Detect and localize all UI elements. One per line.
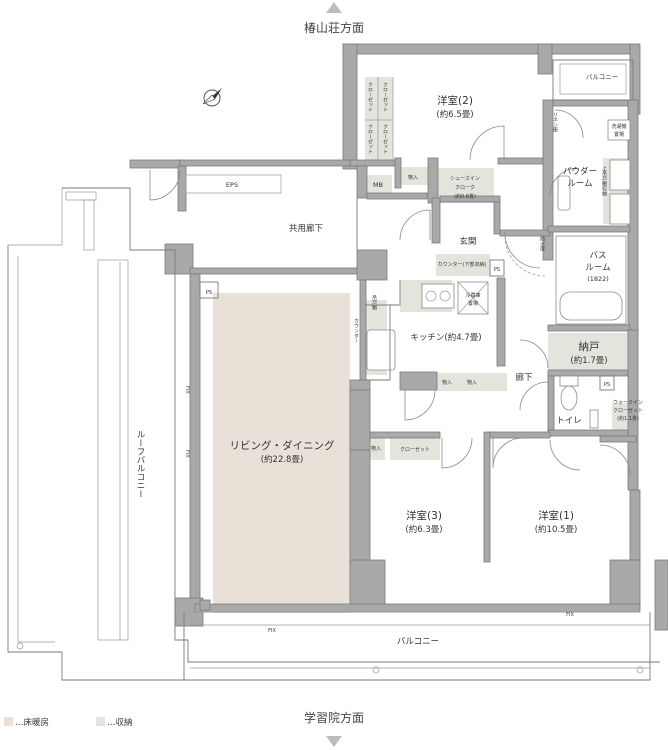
closet-fill — [365, 77, 393, 165]
room-common-corridor: 共用廊下 — [289, 223, 324, 234]
label-closet-1: クローゼット — [367, 82, 373, 112]
label-mb: MB — [373, 181, 383, 189]
label-storage-kitchen2: 物入 — [467, 379, 477, 386]
label-shoe-in-line3: (約0.8畳) — [454, 193, 476, 200]
label-counter-under: カウンター(下部収納) — [438, 261, 487, 268]
room-bath-line1: バス — [589, 251, 606, 261]
legend-swatch-storage — [96, 717, 105, 726]
room-powder-line2: ルーム — [567, 179, 592, 189]
room-entrance: 玄関 — [459, 236, 476, 247]
label-closet-4: クローゼット — [382, 124, 388, 154]
room-living-area: (約22.8畳) — [261, 454, 304, 465]
label-storage-north: 物入 — [408, 174, 418, 181]
room-western2-name: 洋室(2) — [437, 94, 473, 107]
label-closet-2: クローゼット — [382, 82, 388, 112]
room-storeroom-name: 納戸 — [579, 340, 600, 353]
label-fridge-line1: 冷蔵庫 — [465, 292, 480, 299]
legend-label-heating: …床暖房 — [15, 717, 49, 728]
label-wic-line1: ウォークイン — [613, 399, 643, 406]
room-balcony-north: バルコニー — [586, 73, 618, 81]
label-ps-toilet: PS — [604, 382, 610, 388]
label-linen: リネン庫 — [552, 112, 558, 133]
label-wic-line3: (約1.1畳) — [617, 415, 639, 422]
label-storage-kitchen1: 物入 — [442, 379, 452, 386]
direction-north-label: 椿山荘方面 — [304, 20, 364, 35]
label-washer-line2: 置場 — [614, 131, 624, 138]
room-western1-area: (約10.5畳) — [535, 524, 578, 535]
label-fire-door: 防火扉 — [539, 235, 545, 252]
legend-swatch-heating — [4, 717, 13, 726]
room-western1-name: 洋室(1) — [538, 509, 574, 522]
room-toilet: トイレ — [556, 416, 582, 426]
label-fix-2: FIX — [184, 450, 190, 458]
label-fix-1: FIX — [184, 386, 190, 394]
room-roof-balcony: ルーフバルコニー — [135, 430, 145, 498]
room-kitchen: キッチン(約4.7畳) — [410, 332, 481, 343]
label-shoe-in-line2: クローク — [455, 185, 475, 191]
room-storeroom-area: (約1.7畳) — [570, 355, 607, 366]
triangle-up-icon — [326, 2, 342, 13]
label-washer-line1: 洗濯機 — [611, 123, 626, 130]
label-upper-cabinet: 上吊戸棚収納 — [601, 165, 607, 197]
label-fridge-line2: 置場 — [468, 300, 478, 307]
direction-south-label: 学習院方面 — [304, 710, 364, 725]
label-counter: カウンター — [353, 318, 359, 343]
room-bath-line2: ルーム — [585, 263, 610, 273]
north-compass-icon — [202, 88, 222, 107]
label-wic-line2: クローゼット — [613, 407, 643, 414]
room-corridor: 廊下 — [515, 372, 533, 383]
triangle-down-icon — [326, 736, 342, 747]
label-food-storage: 吊戸棚 — [371, 295, 377, 311]
room-living-name: リビング・ダイニング — [230, 439, 335, 452]
label-closet-3: クローゼット — [367, 124, 373, 154]
room-western3-area: (約6.3畳) — [405, 524, 442, 535]
room-powder-line1: パウダー — [563, 166, 597, 177]
room-western2-area: (約6.5畳) — [436, 109, 473, 120]
room-western3-name: 洋室(3) — [406, 509, 442, 522]
label-fix-3: FIX — [268, 628, 276, 634]
label-shoe-in-line1: シューズイン — [450, 175, 480, 182]
room-balcony-south: バルコニー — [397, 637, 439, 647]
legend-label-storage: …収納 — [107, 717, 133, 728]
floor-heating-area — [213, 293, 350, 613]
label-storage-bedroom3: 物入 — [371, 445, 381, 452]
label-ps-living: PS — [206, 290, 212, 296]
label-eps: EPS — [226, 181, 238, 189]
label-ps-kitchen: PS — [494, 267, 500, 273]
label-closet-bedroom3: クローゼット — [400, 446, 430, 453]
label-fix-4: FIX — [566, 612, 574, 618]
room-bath-line3: (1822) — [587, 275, 609, 283]
